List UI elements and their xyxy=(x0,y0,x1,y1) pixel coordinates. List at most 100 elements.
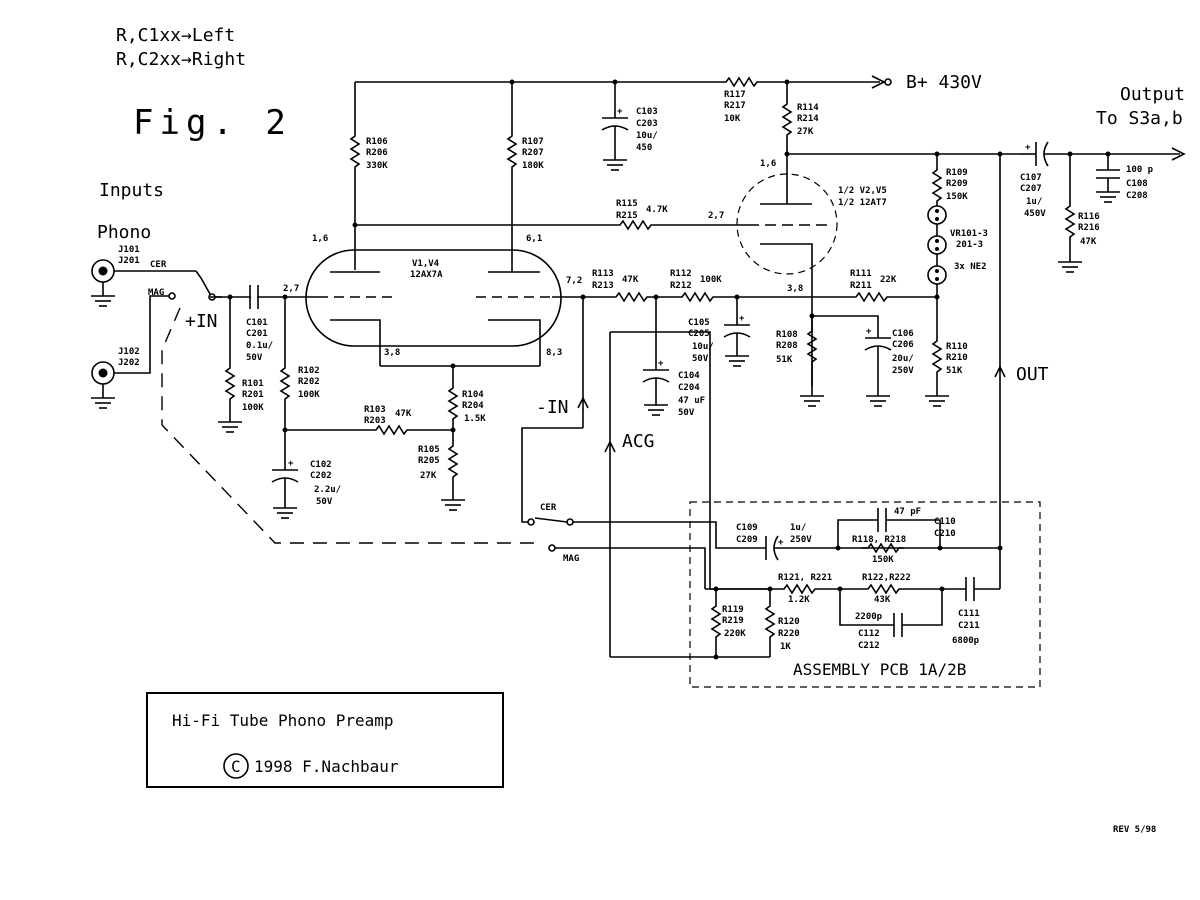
resistor-r116 xyxy=(1065,199,1075,243)
svg-text:R115: R115 xyxy=(616,199,638,209)
resistor-r111 xyxy=(849,292,893,302)
svg-text:C101: C101 xyxy=(246,318,268,328)
legend-left: R,C1xx→Left xyxy=(116,25,235,46)
svg-text:150K: 150K xyxy=(946,192,968,202)
svg-text:C107: C107 xyxy=(1020,173,1042,183)
svg-text:C212: C212 xyxy=(858,641,880,651)
svg-text:MAG: MAG xyxy=(148,288,164,298)
svg-text:100 p: 100 p xyxy=(1126,165,1154,175)
svg-text:R110: R110 xyxy=(946,342,968,352)
svg-text:1/2 V2,V5: 1/2 V2,V5 xyxy=(838,186,887,196)
svg-text:R209: R209 xyxy=(946,179,968,189)
svg-text:R210: R210 xyxy=(946,353,968,363)
svg-text:1,6: 1,6 xyxy=(760,159,776,169)
svg-text:C109: C109 xyxy=(736,523,758,533)
svg-text:22K: 22K xyxy=(880,275,897,285)
svg-text:1/2 12AT7: 1/2 12AT7 xyxy=(838,198,887,208)
svg-text:3x NE2: 3x NE2 xyxy=(954,262,987,272)
svg-text:450: 450 xyxy=(636,143,652,153)
svg-text:R216: R216 xyxy=(1078,223,1100,233)
svg-text:8,3: 8,3 xyxy=(546,348,562,358)
svg-text:10u/: 10u/ xyxy=(636,131,658,141)
svg-text:R214: R214 xyxy=(797,114,819,124)
svg-text:R215: R215 xyxy=(616,211,638,221)
resistor-r102 xyxy=(280,361,290,405)
svg-text:3,8: 3,8 xyxy=(787,284,803,294)
svg-text:R103: R103 xyxy=(364,405,386,415)
svg-text:R112: R112 xyxy=(670,269,692,279)
svg-text:R211: R211 xyxy=(850,281,872,291)
svg-text:43K: 43K xyxy=(874,595,891,605)
svg-text:1u/: 1u/ xyxy=(1026,197,1042,207)
output-label: Output xyxy=(1120,84,1185,105)
svg-text:47K: 47K xyxy=(622,275,639,285)
svg-text:R203: R203 xyxy=(364,416,386,426)
svg-text:R111: R111 xyxy=(850,269,872,279)
svg-text:C203: C203 xyxy=(636,119,658,129)
svg-text:47 uF: 47 uF xyxy=(678,396,705,406)
resistor-r112 xyxy=(675,292,719,302)
feedback-switch-cer[interactable] xyxy=(527,518,535,526)
svg-text:R206: R206 xyxy=(366,148,388,158)
svg-text:2,7: 2,7 xyxy=(708,211,724,221)
svg-text:J202: J202 xyxy=(118,358,140,368)
svg-text:+: + xyxy=(866,327,872,337)
svg-text:450V: 450V xyxy=(1024,209,1046,219)
bplus-label: B+ 430V xyxy=(906,72,982,93)
plus-in-label: +IN xyxy=(185,311,218,332)
svg-text:50V: 50V xyxy=(678,408,695,418)
resistor-r101 xyxy=(225,361,235,405)
copyright-text: 1998 F.Nachbaur xyxy=(254,757,399,776)
svg-text:R106: R106 xyxy=(366,137,388,147)
svg-text:47K: 47K xyxy=(395,409,412,419)
legend-right: R,C2xx→Right xyxy=(116,49,246,70)
svg-text:R204: R204 xyxy=(462,401,484,411)
svg-text:C204: C204 xyxy=(678,383,700,393)
svg-text:C211: C211 xyxy=(958,621,980,631)
svg-text:1K: 1K xyxy=(780,642,791,652)
svg-text:+: + xyxy=(658,359,664,369)
neon-lamp-3 xyxy=(927,265,947,285)
resistor-r121 xyxy=(777,584,821,594)
svg-text:2.2u/: 2.2u/ xyxy=(314,485,341,495)
assembly-label: ASSEMBLY PCB 1A/2B xyxy=(793,660,966,679)
svg-text:100K: 100K xyxy=(700,275,722,285)
svg-text:R202: R202 xyxy=(298,377,320,387)
svg-text:100K: 100K xyxy=(242,403,264,413)
svg-text:1u/: 1u/ xyxy=(790,523,806,533)
feedback-switch-mag[interactable] xyxy=(548,544,556,552)
svg-text:220K: 220K xyxy=(724,629,746,639)
svg-text:1,6: 1,6 xyxy=(312,234,328,244)
svg-text:J201: J201 xyxy=(118,256,140,266)
acg-label: ACG xyxy=(622,431,655,452)
copyright-icon xyxy=(223,753,249,779)
resistor-r104 xyxy=(448,381,458,425)
input-switch-mag[interactable] xyxy=(168,292,176,300)
svg-text:27K: 27K xyxy=(420,471,437,481)
svg-text:C: C xyxy=(231,757,241,776)
resistor-r113 xyxy=(609,292,653,302)
svg-text:CER: CER xyxy=(540,503,557,513)
neon-lamp-1 xyxy=(927,205,947,225)
assembly-pcb-box xyxy=(689,501,1041,688)
svg-text:330K: 330K xyxy=(366,161,388,171)
svg-text:VR101-3: VR101-3 xyxy=(950,229,988,239)
svg-text:150K: 150K xyxy=(872,555,894,565)
svg-text:+: + xyxy=(288,459,294,469)
svg-text:+: + xyxy=(739,314,745,324)
resistor-r120 xyxy=(765,599,775,643)
svg-text:50V: 50V xyxy=(692,354,709,364)
resistor-r114 xyxy=(782,97,792,141)
minus-in-label: -IN xyxy=(536,397,569,418)
svg-text:C104: C104 xyxy=(678,371,700,381)
svg-text:J102: J102 xyxy=(118,347,140,357)
svg-text:2,7: 2,7 xyxy=(283,284,299,294)
svg-text:+: + xyxy=(778,538,784,548)
svg-text:R114: R114 xyxy=(797,103,819,113)
svg-text:CER: CER xyxy=(150,260,167,270)
svg-text:47K: 47K xyxy=(1080,237,1097,247)
svg-text:C108: C108 xyxy=(1126,179,1148,189)
svg-text:10K: 10K xyxy=(724,114,741,124)
switch-linkage xyxy=(161,307,535,544)
